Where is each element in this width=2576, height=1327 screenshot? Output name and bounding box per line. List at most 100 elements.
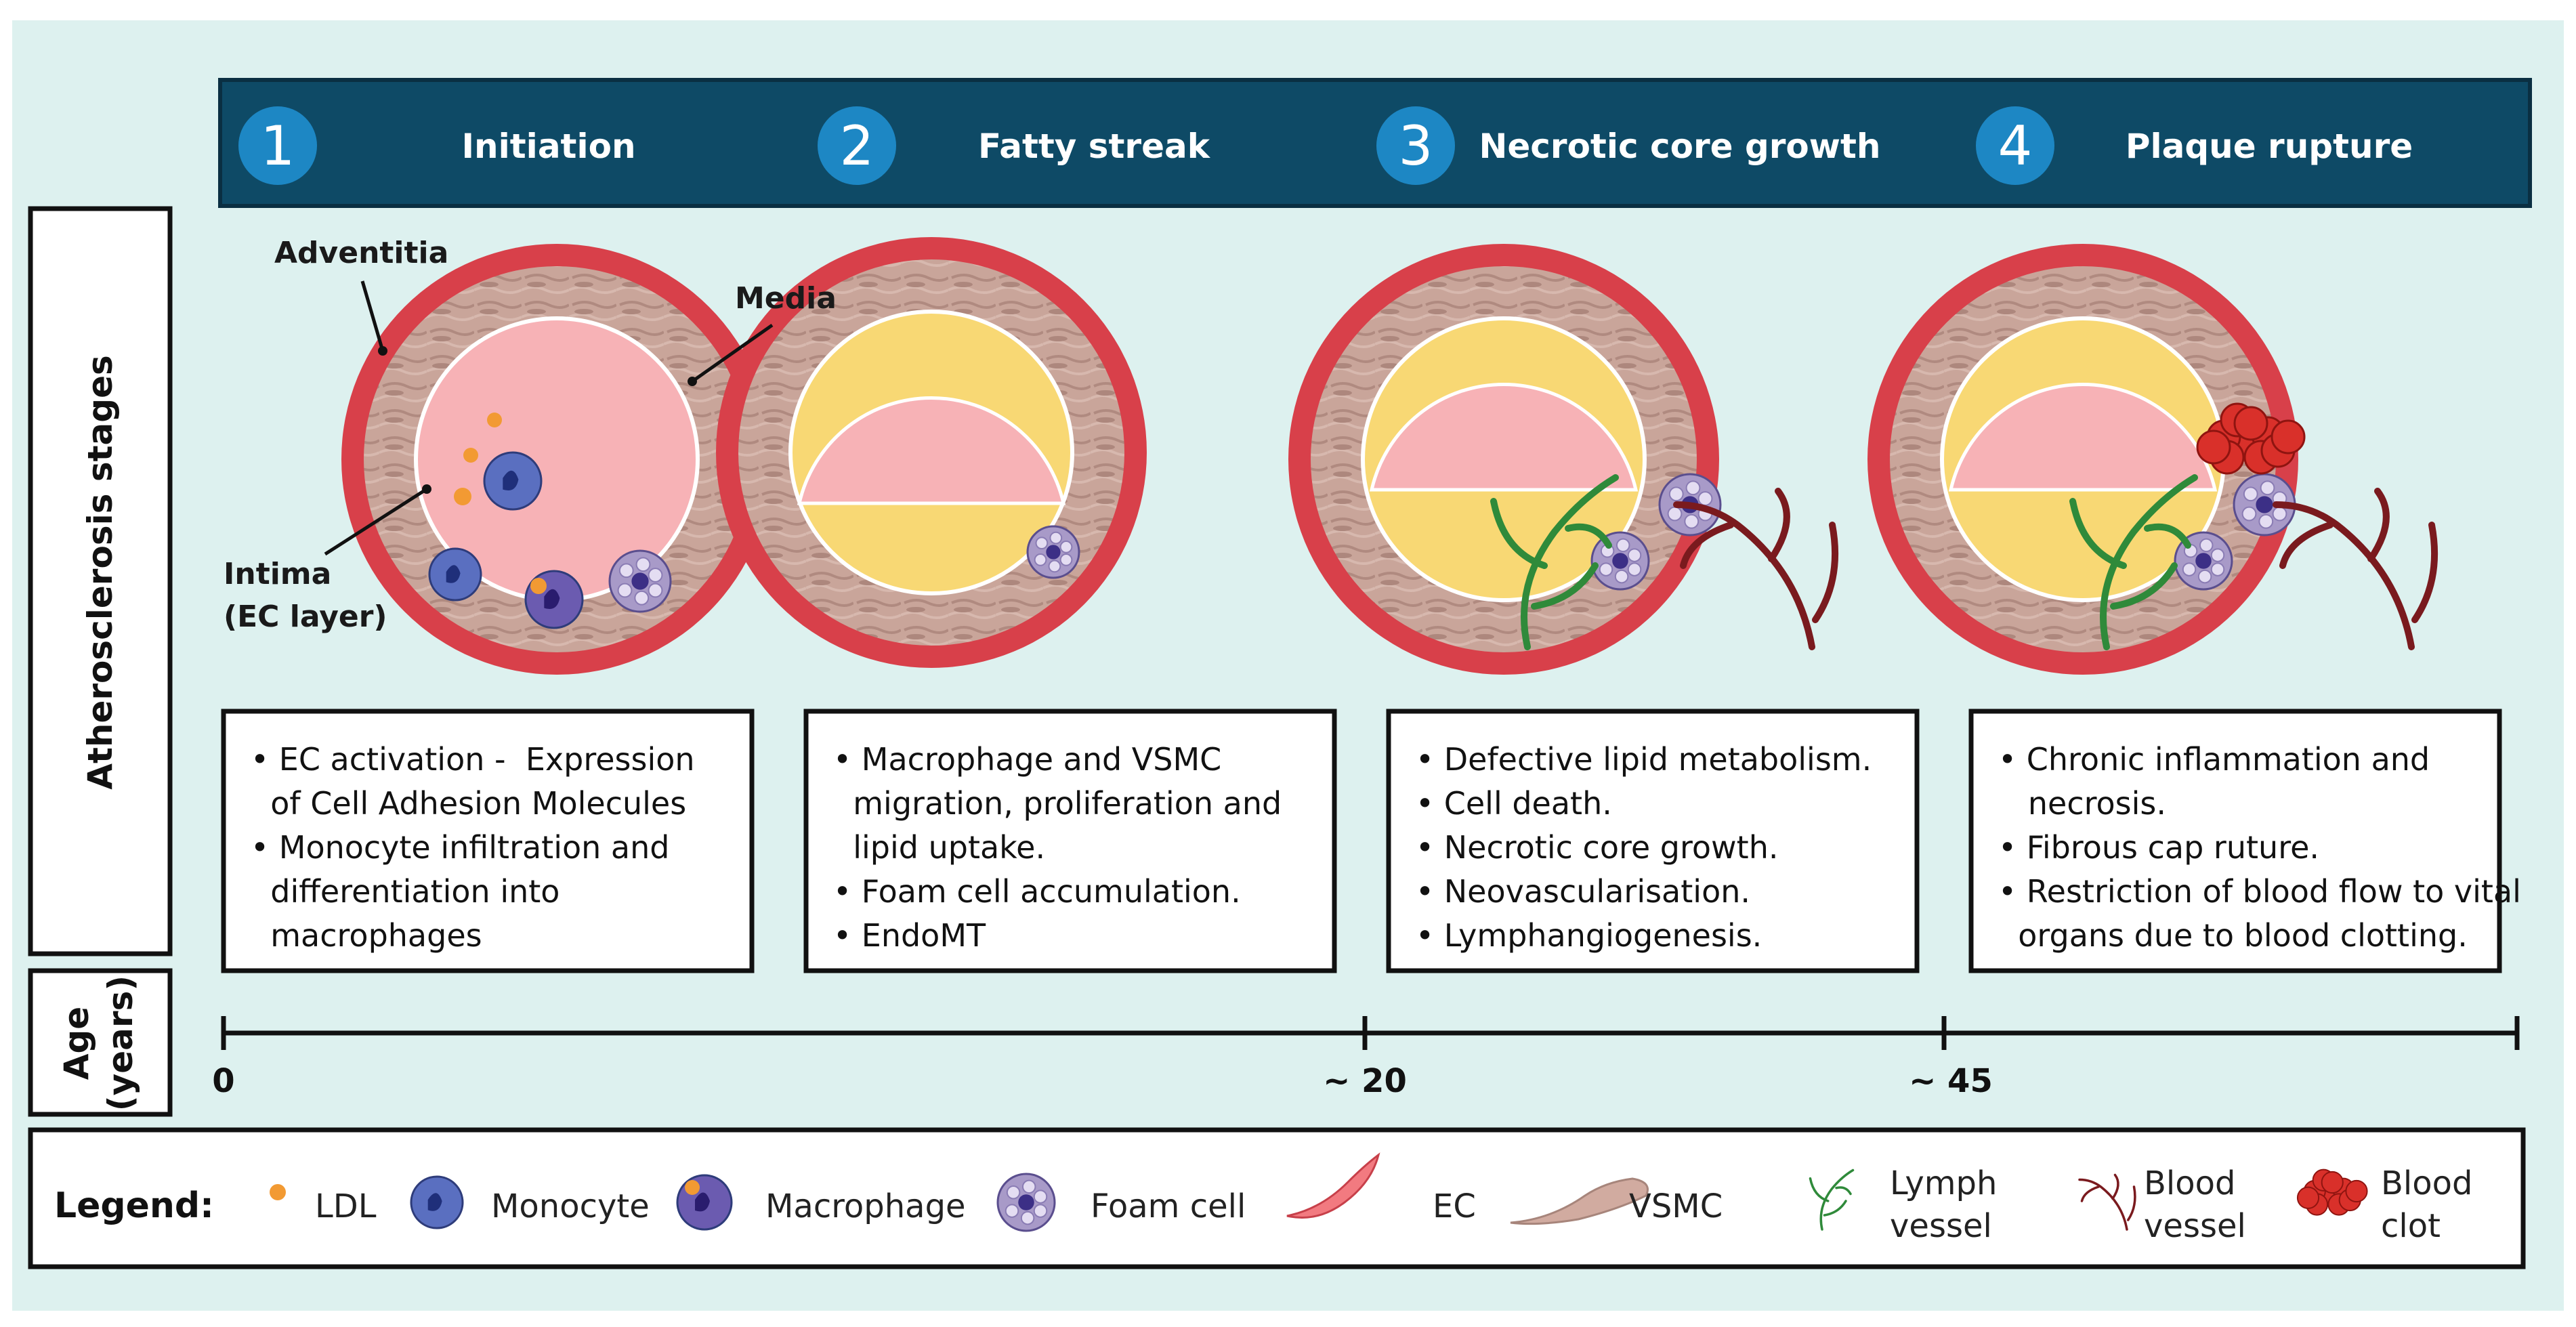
lymph-vessel-icon: [1809, 1168, 1855, 1231]
legend-label: LDL: [315, 1187, 377, 1225]
foam-cell-glyph: [996, 1173, 1056, 1232]
blood-clot-icon: [2296, 1168, 2368, 1216]
lymph-glyph: [1809, 1168, 1855, 1231]
legend-label: vessel: [2144, 1207, 2246, 1245]
lymph-vessel: [1490, 474, 1619, 650]
legend-title: Legend:: [54, 1185, 214, 1226]
stage-description-box-2: • Macrophage and VSMC migration, prolife…: [803, 709, 1337, 973]
legend-item-6: VSMC: [1510, 1177, 1723, 1225]
blood-vessel-icon: [2078, 1173, 2136, 1231]
stage-description-line: • EC activation - Expression: [251, 741, 695, 778]
blood-vessel-glyph: [2078, 1173, 2136, 1231]
stage-header-item-2: 2 Fatty streak: [818, 106, 1211, 185]
legend-label: Macrophage: [765, 1187, 966, 1225]
timeline-tick-0: 0: [212, 1062, 234, 1100]
lumen: [1948, 382, 2218, 492]
vsmc-icon: [1510, 1177, 1649, 1225]
stage-header-item-3: 3 Necrotic core growth: [1376, 106, 1880, 185]
lumen: [797, 396, 1066, 505]
vessel-cross-section-3: [1288, 244, 1839, 675]
blood-vessel: [2273, 488, 2438, 650]
stage-number: 2: [840, 114, 874, 177]
stage-description-line: • EndoMT: [833, 917, 986, 954]
stage-description-line: organs due to blood clotting.: [1998, 917, 2468, 954]
ec-icon: [1286, 1152, 1380, 1219]
adventitia-pointer: [360, 280, 385, 352]
stage-description-box-1: • EC activation - Expression of Cell Adh…: [221, 709, 755, 973]
lumen: [1369, 382, 1639, 492]
age-side-label-line2: (years): [101, 975, 140, 1111]
foam-cell: [1590, 531, 1650, 591]
legend-label: Blood: [2381, 1164, 2472, 1202]
stage-description-line: • Foam cell accumulation.: [833, 873, 1241, 910]
stage-description-line: • Defective lipid metabolism.: [1416, 741, 1872, 778]
stage-description-line: • Neovascularisation.: [1416, 873, 1750, 910]
legend-label: vessel: [1890, 1207, 1992, 1245]
foam-cell: [1026, 525, 1080, 579]
stage-description-line: • Lymphangiogenesis.: [1416, 917, 1762, 954]
legend-label: Blood: [2144, 1164, 2235, 1202]
stage-title: Necrotic core growth: [1479, 127, 1881, 166]
legend-item-4: Foam cell: [996, 1173, 1246, 1232]
stage-header-item-4: 4 Plaque rupture: [1976, 106, 2413, 185]
legend-label: Foam cell: [1091, 1187, 1246, 1225]
vessel-cross-section-1: [341, 244, 772, 675]
legend-label: EC: [1433, 1187, 1476, 1225]
monocyte-icon: [410, 1175, 464, 1229]
stage-description-line: • Fibrous cap ruture.: [1998, 829, 2319, 866]
blood-clot: [2196, 402, 2306, 475]
legend-label: Lymph: [1890, 1164, 1997, 1202]
macrophage-icon: [676, 1174, 733, 1231]
vessel-labels: Adventitia Media Intima (EC layer): [224, 236, 837, 634]
monocyte: [428, 547, 482, 602]
stages-side-box: [28, 206, 173, 956]
stage-number-circle: [1976, 106, 2054, 185]
age-timeline: 0 ~ 20 ~ 45: [212, 1016, 2520, 1100]
figure-background: [12, 20, 2564, 1311]
stage-description-line: • Chronic inflammation and: [1998, 741, 2430, 778]
stage-number: 3: [1399, 114, 1433, 177]
stage-description-line: lipid uptake.: [833, 829, 1045, 866]
blood-vessel: [1673, 488, 1839, 650]
stage-description-line: • Cell death.: [1416, 785, 1612, 822]
legend-item-1: LDL: [270, 1184, 377, 1225]
stage-description-line: • Necrotic core growth.: [1416, 829, 1778, 866]
timeline-tick-45: ~ 45: [1909, 1062, 1993, 1100]
legend-item-3: Macrophage: [676, 1174, 966, 1231]
age-side-box: [28, 968, 173, 1117]
stage-header: [218, 78, 2532, 208]
stage-number: 4: [1998, 114, 2033, 177]
stage-number-circle: [238, 106, 317, 185]
ldl-particle: [454, 488, 471, 505]
stage-title: Plaque rupture: [2126, 127, 2413, 166]
ldl-icon: [270, 1184, 286, 1200]
stages-side-label: Atherosclerosis stages: [81, 355, 120, 790]
stage-description-line: of Cell Adhesion Molecules: [251, 785, 686, 822]
stage-description-line: • Restriction of blood flow to vital: [1998, 873, 2521, 910]
clot-glyph: [2296, 1168, 2368, 1216]
intima-pointer: [324, 487, 428, 556]
legend-item-7: Lymph vessel: [1809, 1164, 1997, 1245]
ldl-particle: [487, 413, 502, 427]
adventitia-label: Adventitia: [274, 236, 448, 270]
macrophage-glyph: [676, 1174, 733, 1231]
stage-number-circle: [1376, 106, 1455, 185]
stage-description-line: • Macrophage and VSMC: [833, 741, 1221, 778]
stage-title: Fatty streak: [978, 127, 1211, 166]
stage-description-line: differentiation into: [251, 873, 559, 910]
legend-label: clot: [2381, 1207, 2441, 1245]
stage-description-line: • Monocyte infiltration and: [251, 829, 669, 866]
timeline-tick-20: ~ 20: [1323, 1062, 1407, 1100]
legend-item-9: Blood clot: [2296, 1164, 2472, 1245]
age-side-label-line1: Age: [57, 1007, 96, 1080]
legend-label: Monocyte: [491, 1187, 650, 1225]
monocyte: [483, 451, 543, 511]
intima-label-line2: (EC layer): [224, 599, 387, 634]
stage-description-line: migration, proliferation and: [833, 785, 1282, 822]
vessel-cross-section-2: [716, 237, 1147, 668]
stage-description-box-4: • Chronic inflammation and necrosis.• Fi…: [1968, 709, 2521, 973]
stage-description-box-3: • Defective lipid metabolism. • Cell deat…: [1386, 709, 1920, 973]
legend-item-2: Monocyte: [410, 1175, 650, 1229]
